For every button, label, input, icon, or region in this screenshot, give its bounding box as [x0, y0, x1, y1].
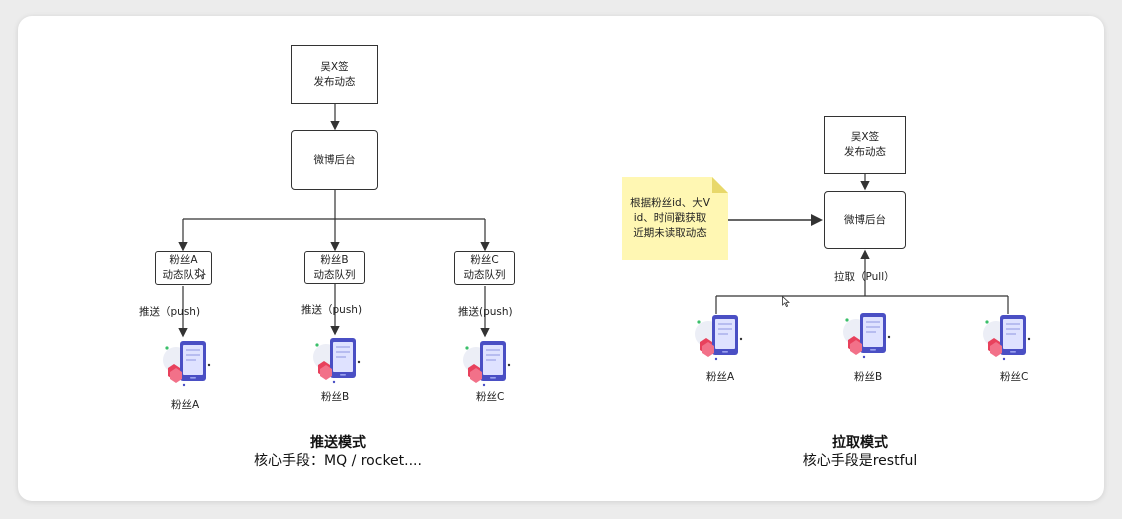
- push-backend-node: 微博后台: [291, 130, 378, 190]
- push-caption-sub: 核心手段：MQ / rocket....: [254, 453, 422, 469]
- queue-b-node: 粉丝B 动态队列: [304, 251, 365, 284]
- mouse-cursor-icon: [782, 295, 790, 310]
- push-label-a: 推送（push): [139, 306, 201, 318]
- push-caption-title: 推送模式: [310, 435, 366, 451]
- push-label-b: 推送（push): [301, 304, 363, 316]
- pull-fan-b-label: 粉丝B: [854, 371, 883, 383]
- mobile-phone-icon: [982, 312, 1034, 362]
- pull-caption-sub: 核心手段是restful: [802, 453, 918, 469]
- pull-backend-node: 微博后台: [824, 191, 906, 249]
- mouse-cursor-icon: [198, 267, 206, 282]
- pull-fan-c-label: 粉丝C: [1000, 371, 1029, 383]
- queue-a-node: 粉丝A 动态队列: [155, 251, 212, 285]
- push-fan-b-label: 粉丝B: [321, 391, 350, 403]
- connector-lines: [178, 104, 1009, 338]
- push-fan-a-label: 粉丝A: [171, 399, 200, 411]
- push-source-node: 吴X签 发布动态: [291, 45, 378, 104]
- push-caption: 推送模式 核心手段：MQ / rocket....: [218, 434, 458, 470]
- pull-note: 根据粉丝id、大V id、时间戳获取近期未读取动态: [622, 177, 728, 260]
- pull-fan-a-label: 粉丝A: [706, 371, 735, 383]
- diagram-card: 吴X签 发布动态 微博后台 粉丝A 动态队列 粉丝B 动态队列 粉丝C 动态队列…: [18, 16, 1104, 501]
- push-label-c: 推送(push): [458, 306, 513, 318]
- pull-caption: 拉取模式 核心手段是restful: [740, 434, 980, 470]
- mobile-phone-icon: [842, 310, 894, 360]
- pull-caption-title: 拉取模式: [832, 435, 888, 451]
- pull-source-node: 吴X签 发布动态: [824, 116, 906, 174]
- mobile-phone-icon: [462, 338, 514, 388]
- mobile-phone-icon: [162, 338, 214, 388]
- push-fan-c-label: 粉丝C: [476, 391, 505, 403]
- mobile-phone-icon: [694, 312, 746, 362]
- mobile-phone-icon: [312, 335, 364, 385]
- queue-c-node: 粉丝C 动态队列: [454, 251, 515, 285]
- pull-label: 拉取（Pull）: [834, 271, 895, 283]
